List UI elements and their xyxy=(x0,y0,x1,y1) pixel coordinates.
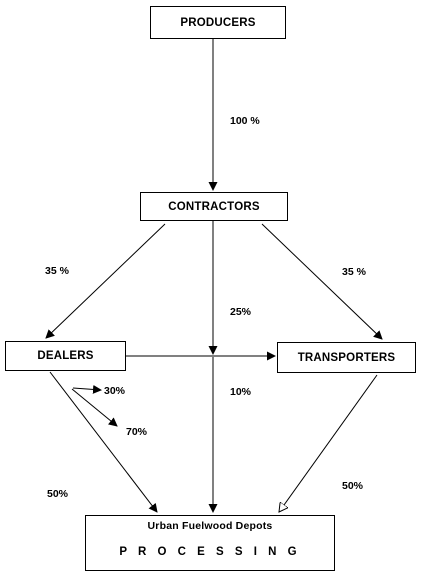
label-contractors-transporters: 35 % xyxy=(342,266,366,278)
label-contractors-depots: 25% xyxy=(230,306,252,318)
dealers-label: DEALERS xyxy=(37,350,94,362)
arrow-transporters-depots xyxy=(279,374,378,512)
transporters-label: TRANSPORTERS xyxy=(297,351,396,364)
depots-subtitle: P R O C E S S I N G xyxy=(119,546,301,558)
label-contractors-dealers: 35 % xyxy=(45,265,69,277)
arrow-contractors-dealers xyxy=(45,223,166,339)
producers-node: PRODUCERS xyxy=(150,6,286,39)
urban-fuelwood-depots-node: Urban Fuelwood Depots P R O C E S S I N … xyxy=(85,515,335,571)
arrow-contractors-transporters xyxy=(261,223,383,340)
depots-title: Urban Fuelwood Depots xyxy=(147,520,273,532)
contractors-node: CONTRACTORS xyxy=(140,192,288,221)
label-central-10: 10% xyxy=(230,386,252,398)
label-dealers-depots: 50% xyxy=(47,488,69,500)
arrow-dealers-depots xyxy=(49,371,158,513)
contractors-label: CONTRACTORS xyxy=(168,200,260,213)
label-producers-contractors: 100 % xyxy=(230,115,260,127)
producers-label: PRODUCERS xyxy=(180,16,256,29)
transporters-node: TRANSPORTERS xyxy=(277,342,416,373)
label-dealers-70: 70% xyxy=(126,426,148,438)
arrow-dealers-30 xyxy=(72,384,102,394)
label-transporters-depots: 50% xyxy=(342,480,364,492)
label-dealers-30: 30% xyxy=(104,385,126,397)
dealers-node: DEALERS xyxy=(5,341,126,371)
arrow-dealers-70 xyxy=(71,388,118,427)
